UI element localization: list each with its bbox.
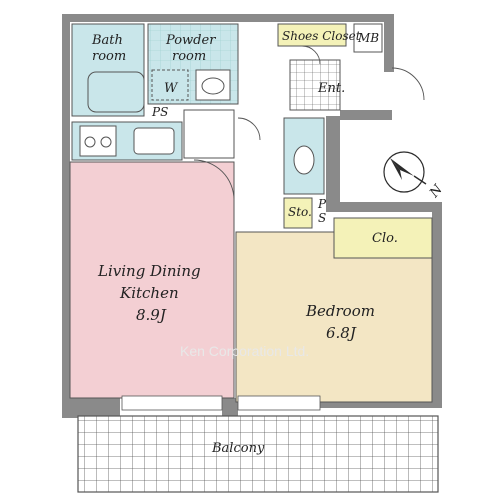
closet-label: Clo.	[372, 231, 398, 246]
mb-box	[353, 23, 383, 53]
ps-side-label-2: S	[318, 211, 326, 225]
mb-label: MB	[357, 31, 379, 45]
bedroom-floor	[235, 231, 433, 403]
powder-room-label-2: room	[172, 49, 206, 64]
stove-burner-2	[100, 136, 112, 148]
sink-basin	[201, 77, 225, 95]
balcony-label: Balcony	[211, 441, 265, 456]
powder-room-label-1: Powder	[165, 33, 216, 48]
storage	[283, 197, 313, 229]
compass	[383, 151, 427, 193]
ldk-label-2: Kitchen	[119, 284, 179, 302]
entrance	[289, 59, 341, 111]
doors	[193, 45, 425, 201]
ps-side-label-1: P	[317, 197, 327, 211]
balcony	[77, 415, 439, 493]
bath-room-label-1: Bath	[91, 33, 123, 48]
ldk-floor	[69, 161, 235, 399]
windows	[121, 395, 321, 411]
walls	[62, 14, 442, 418]
compass-north-label: N	[426, 182, 446, 202]
ldk-label-1: Living Dining	[97, 262, 201, 280]
watermark: Ken Corporation Ltd.	[180, 343, 309, 359]
sink	[195, 69, 231, 101]
stove	[79, 125, 117, 157]
bath-room	[71, 23, 145, 117]
washer-area	[151, 69, 189, 101]
kitchen-sink	[133, 127, 175, 155]
shoes-closet	[277, 23, 347, 47]
shoes-closet-label: Shoes Closet	[282, 29, 361, 43]
fridge-space	[183, 109, 235, 159]
storage-label: Sto.	[288, 205, 312, 219]
stove-burner-1	[84, 136, 96, 148]
closet	[333, 217, 433, 259]
ps-top-label: PS	[151, 105, 168, 119]
bath-room-label-2: room	[92, 49, 126, 64]
ldk-label-3: 8.9J	[136, 306, 167, 324]
bedroom-label-1: Bedroom	[305, 302, 375, 320]
bedroom-label-2: 6.8J	[326, 324, 357, 342]
entrance-label: Ent.	[317, 81, 345, 96]
bathtub	[87, 71, 145, 113]
washer-label: W	[164, 81, 179, 96]
toilet	[293, 145, 315, 175]
